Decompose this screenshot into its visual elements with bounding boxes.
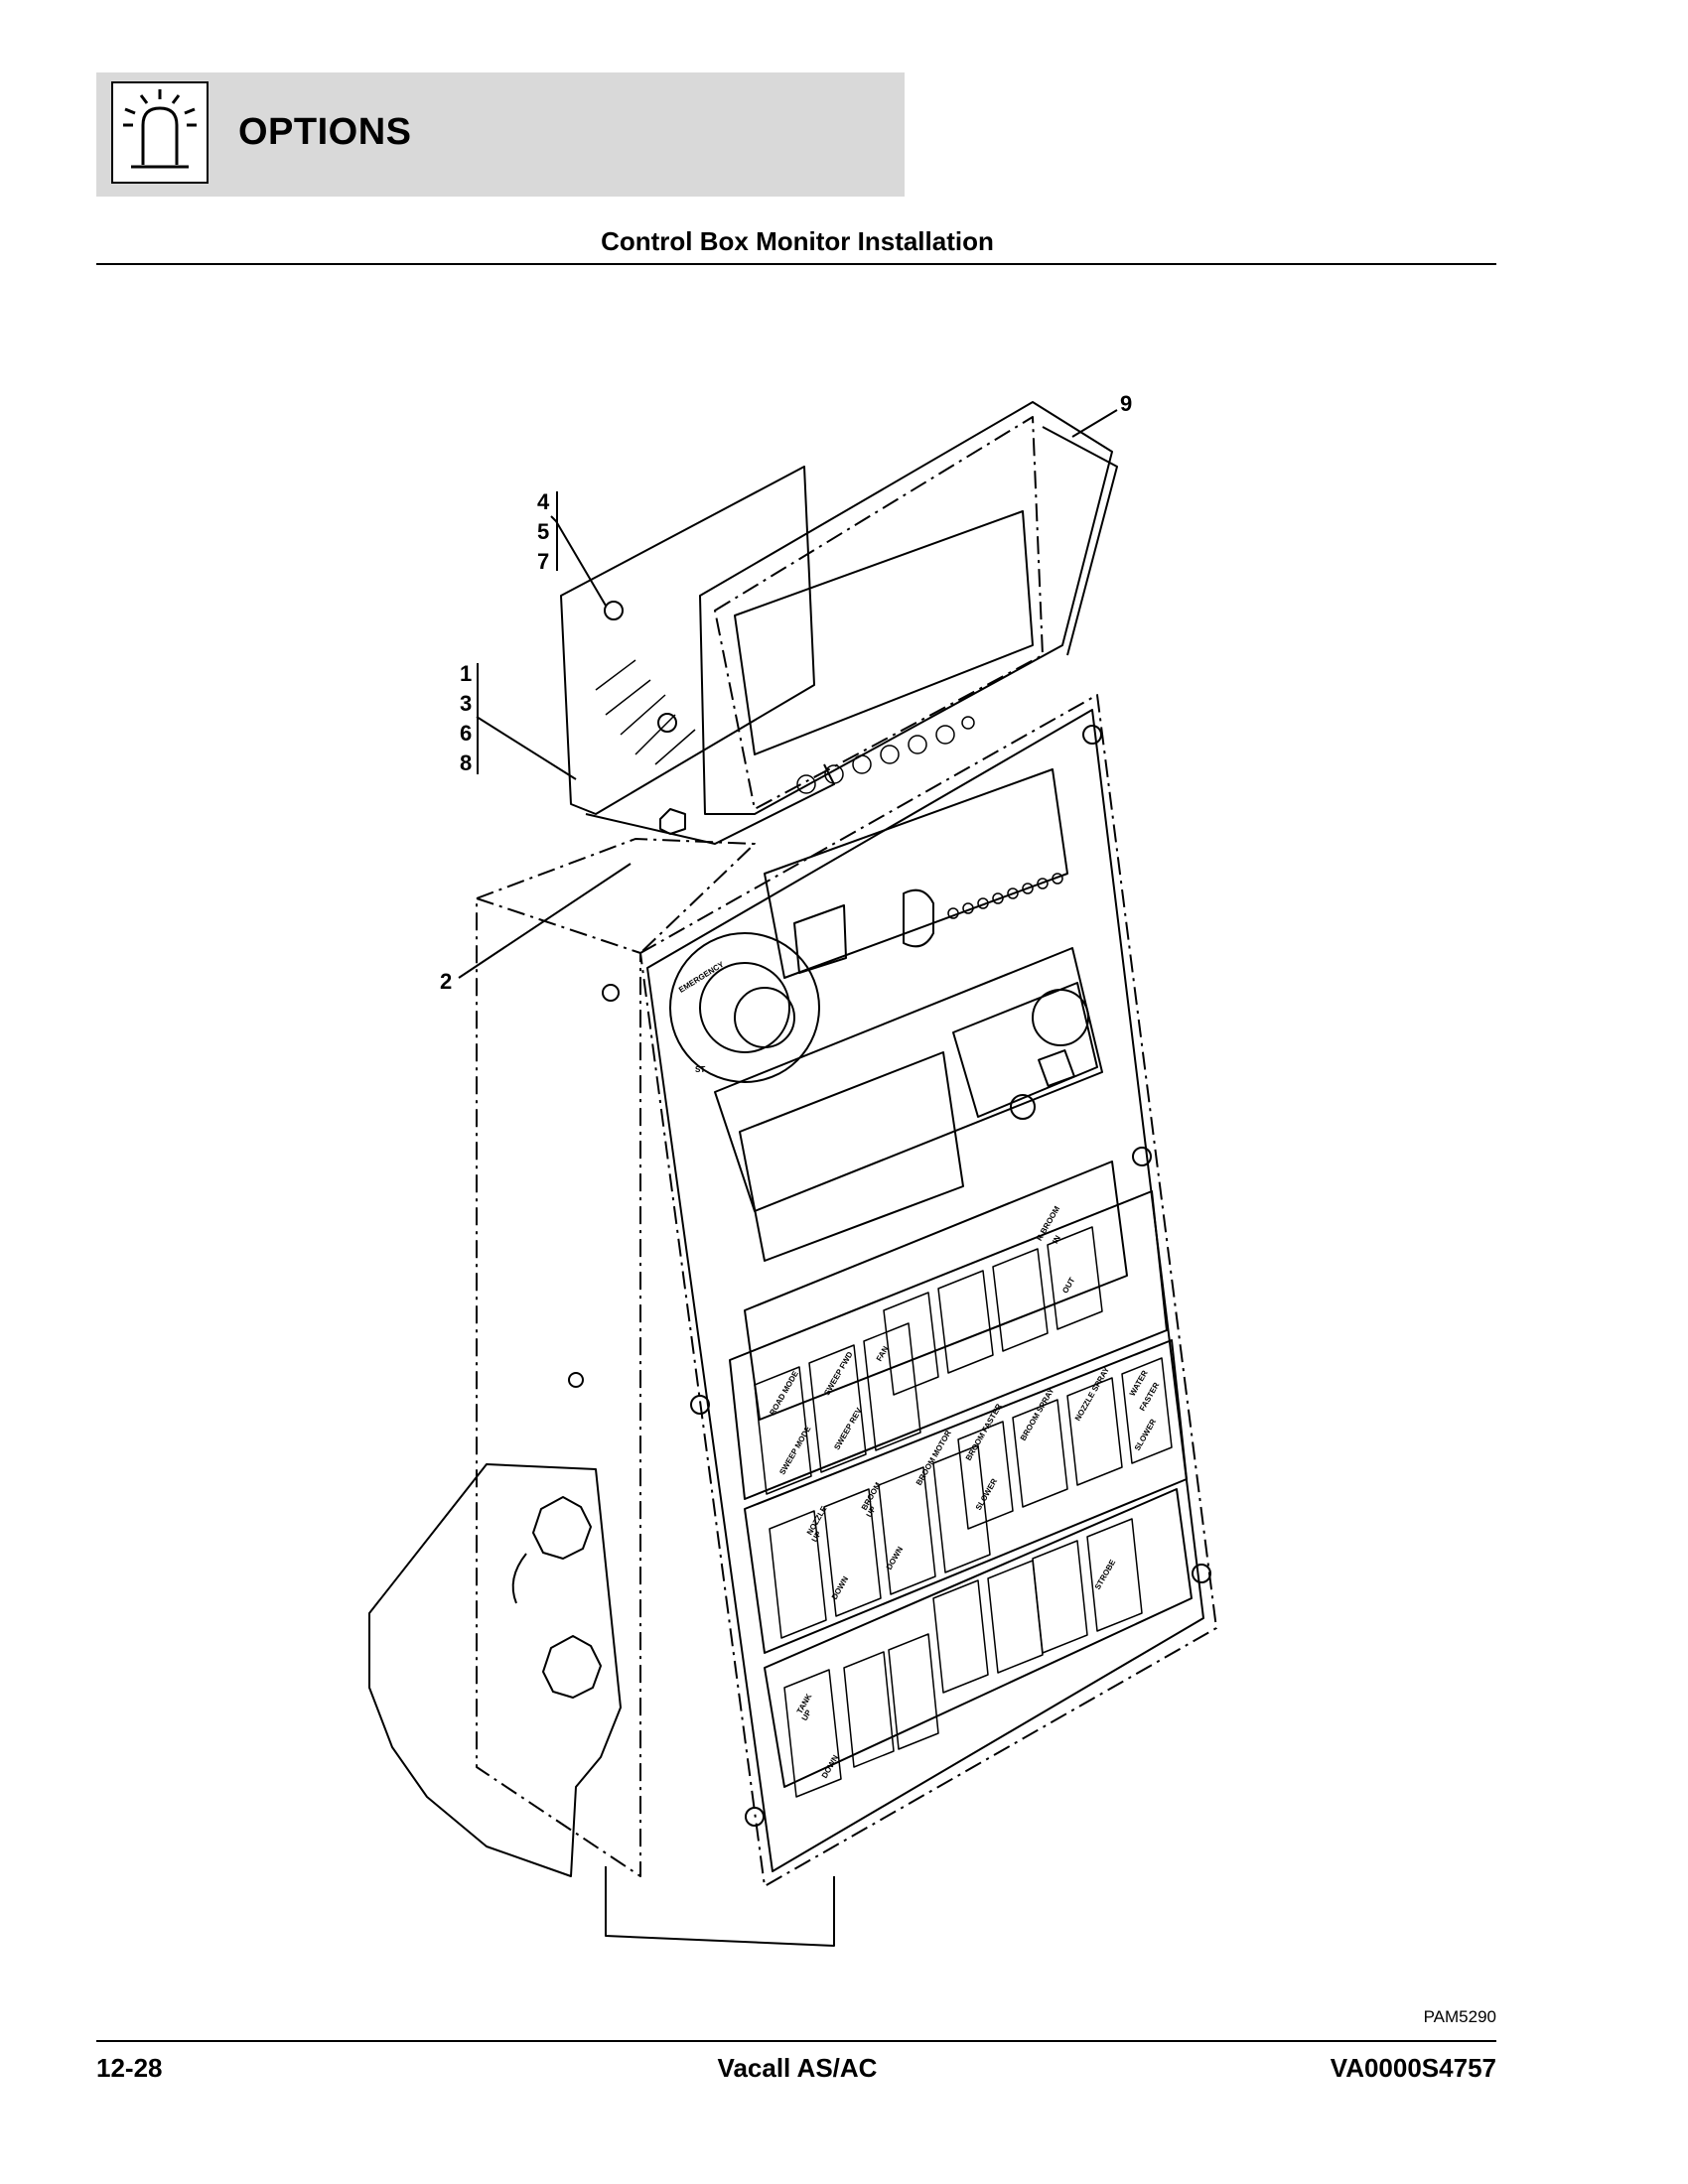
broom-spray-label: BROOM SPRAY <box>1019 1386 1056 1442</box>
control-module-housing <box>714 947 1103 1212</box>
monitor-mount-bracket <box>560 466 815 815</box>
broom-down-label: DOWN <box>885 1545 906 1571</box>
callout-8: 8 <box>460 751 472 775</box>
switch-row-4 <box>764 1488 1193 1788</box>
callout-7: 7 <box>537 549 549 574</box>
control-box-side <box>476 897 641 1877</box>
mount-base-plate <box>585 763 835 845</box>
switch-row-1 <box>744 1160 1128 1421</box>
bracket-knob-lower <box>542 1635 602 1699</box>
callout-1: 1 <box>460 661 472 686</box>
sweep-fwd-label: SWEEP FWD <box>822 1350 854 1397</box>
emergency-stop-button <box>699 962 790 1053</box>
switch-row-3 <box>744 1339 1188 1654</box>
callout-9: 9 <box>1120 391 1132 416</box>
tank-down-label: DOWN <box>820 1753 841 1780</box>
leader-4-5-7 <box>550 515 607 607</box>
indicator-display <box>764 768 1068 979</box>
emergency-stop-ring <box>669 932 820 1083</box>
callout-2: 2 <box>440 969 452 994</box>
water-slower-label: SLOWER <box>1133 1418 1158 1452</box>
r-broom-out-label: OUT <box>1060 1276 1076 1295</box>
section-title: OPTIONS <box>238 111 412 153</box>
pedestal <box>605 1866 835 1947</box>
section-header-band <box>96 72 905 197</box>
control-panel-face <box>646 709 1204 1872</box>
callout-3: 3 <box>460 691 472 716</box>
stop-label: ST <box>695 1065 705 1074</box>
control-module-dial <box>1032 989 1089 1046</box>
page-number: 12-28 <box>96 2053 163 2083</box>
title-rule <box>96 263 1496 265</box>
side-bracket-plate <box>368 1463 622 1877</box>
control-module-screen <box>739 1051 964 1262</box>
callout-5: 5 <box>537 519 549 544</box>
leader-1-3-6-8 <box>476 716 577 780</box>
footer-rule <box>96 2040 1496 2042</box>
leader-9 <box>1071 409 1118 438</box>
beacon-light-icon <box>111 81 209 184</box>
figure-id: PAM5290 <box>1423 2007 1496 2026</box>
leader-2 <box>458 863 632 979</box>
switch-row-2 <box>729 1190 1168 1500</box>
control-box-top <box>476 838 756 954</box>
product-name: Vacall AS/AC <box>717 2053 878 2083</box>
page-title: Control Box Monitor Installation <box>601 226 994 256</box>
broom-faster-label: BROOM FASTER <box>964 1402 1004 1462</box>
callout-brackets <box>477 491 558 774</box>
bracket-knob-upper <box>532 1496 592 1560</box>
monitor-screen <box>734 510 1034 755</box>
document-number: VA0000S4757 <box>1330 2053 1496 2083</box>
strobe-label: STROBE <box>1093 1558 1118 1591</box>
callout-4: 4 <box>537 489 550 514</box>
control-panel-frame <box>639 694 1217 1887</box>
r-broom-in-label: IN <box>1051 1234 1062 1246</box>
callout-6: 6 <box>460 721 472 746</box>
monitor-hood <box>1042 426 1118 656</box>
monitor-housing <box>699 401 1113 815</box>
nozzle-spray-label: NOZZLE SPRAY <box>1073 1365 1112 1423</box>
broom-slower-label: SLOWER <box>974 1477 999 1512</box>
sweep-rev-label: SWEEP REV <box>832 1406 864 1451</box>
